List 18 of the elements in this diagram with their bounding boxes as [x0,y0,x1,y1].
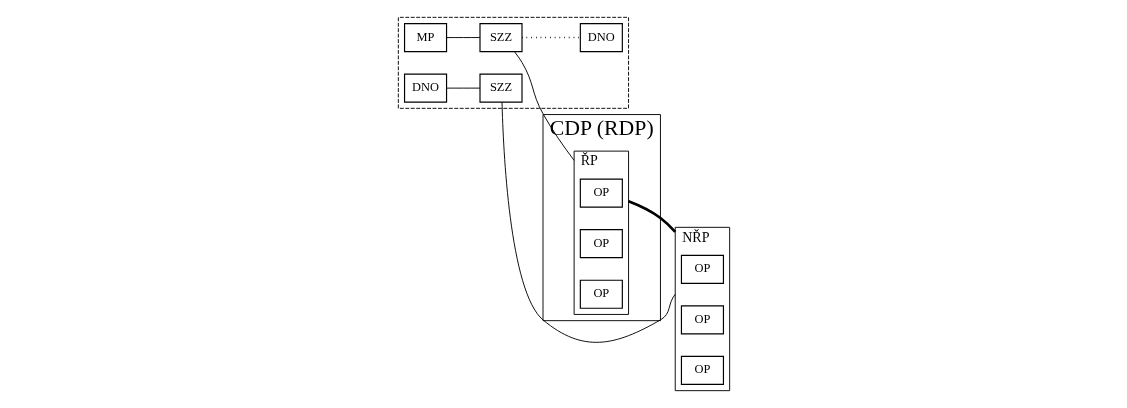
connector [627,200,676,233]
connector [513,51,575,161]
node-box: DNO [579,22,623,53]
node-box: OP [680,254,724,284]
node-box: OP [579,279,623,309]
cluster [397,16,629,109]
node-box: OP [579,229,623,259]
node-box: SZZ [478,73,523,103]
node-box: DNO [403,73,447,103]
connector [501,101,676,343]
connector [520,36,581,39]
connector [445,37,480,39]
node-box: OP [680,355,724,386]
node-box: OP [680,305,724,335]
node-box: MP [403,22,447,53]
connector [445,87,480,89]
node-box: OP [579,178,623,208]
node-box: SZZ [478,22,523,53]
